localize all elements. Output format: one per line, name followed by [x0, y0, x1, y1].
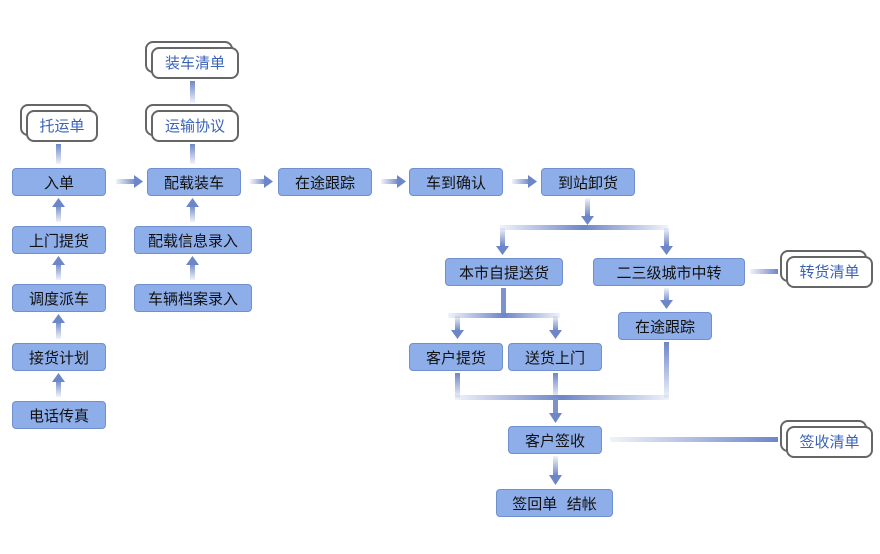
node-peizai-xinxi[interactable]: 配载信息录入 [134, 226, 252, 254]
node-daozhan-xiehuo[interactable]: 到站卸货 [541, 168, 635, 196]
node-rudan[interactable]: 入单 [12, 168, 106, 196]
node-qianhuidan-jiezhang[interactable]: 签回单 结帐 [496, 489, 613, 517]
doc-label: 托运单 [26, 110, 98, 142]
node-peizai-zhuangche[interactable]: 配载装车 [147, 168, 241, 196]
arrows [52, 81, 778, 485]
node-chedao-queren[interactable]: 车到确认 [409, 168, 503, 196]
node-zaitu-genzong[interactable]: 在途跟踪 [278, 168, 372, 196]
node-cheliang-dangan[interactable]: 车辆档案录入 [134, 284, 252, 312]
node-songhuo-shangmen[interactable]: 送货上门 [508, 343, 602, 371]
node-diaodu-paiche[interactable]: 调度派车 [12, 284, 106, 312]
doc-zhuangche-qingdan[interactable]: 装车清单 [145, 41, 239, 79]
doc-label: 装车清单 [151, 47, 239, 79]
node-benshi-ziti-songhuo[interactable]: 本市自提送货 [445, 258, 563, 286]
doc-tuoyundan[interactable]: 托运单 [20, 104, 98, 142]
node-jiehuo-jihua[interactable]: 接货计划 [12, 343, 106, 371]
doc-label: 签收清单 [786, 426, 873, 458]
node-city-transfer[interactable]: 二三级城市中转 [593, 258, 745, 286]
doc-label: 转货清单 [786, 256, 873, 288]
node-dianhua-chuanzhen[interactable]: 电话传真 [12, 401, 106, 429]
doc-yunshu-xieyi[interactable]: 运输协议 [145, 104, 239, 142]
doc-qianshou-qingdan[interactable]: 签收清单 [780, 420, 873, 458]
node-zaitu-genzong-2[interactable]: 在途跟踪 [618, 312, 712, 340]
doc-label: 运输协议 [151, 110, 239, 142]
node-kehu-tihuo[interactable]: 客户提货 [409, 343, 503, 371]
doc-zhuanhuo-qingdan[interactable]: 转货清单 [780, 250, 873, 288]
node-shangmen-tihuo[interactable]: 上门提货 [12, 226, 106, 254]
node-kehu-qianshou[interactable]: 客户签收 [508, 426, 602, 454]
